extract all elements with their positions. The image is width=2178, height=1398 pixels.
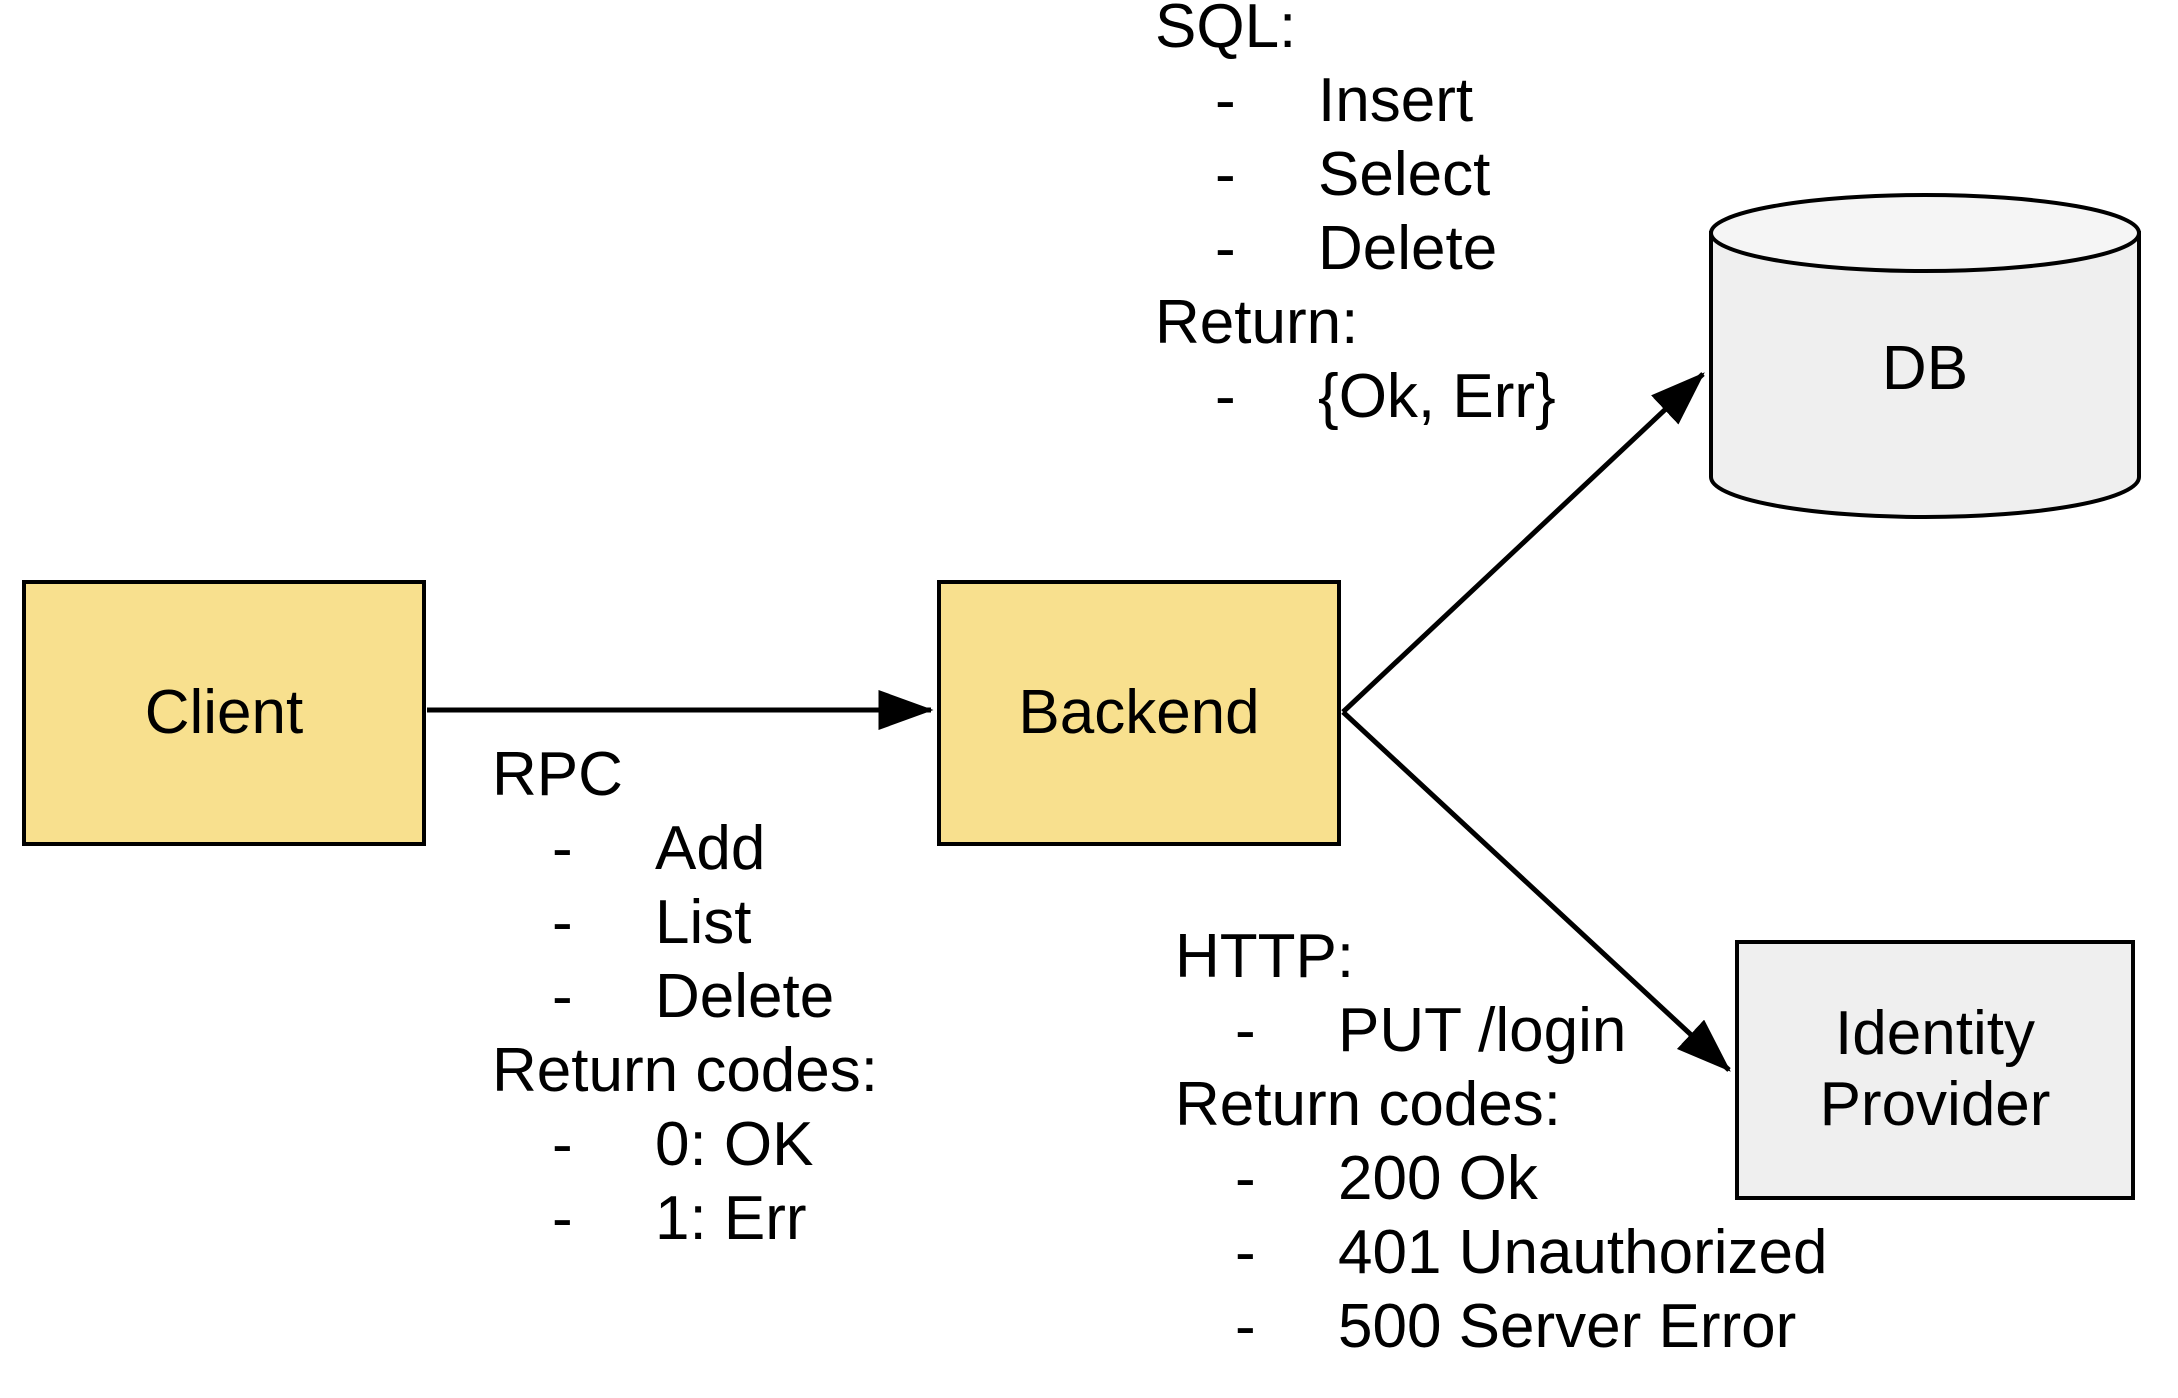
annotation-http-return-item: - 200 Ok - 401 Unauthorized	[1175, 1142, 1754, 1216]
annotation-sql-item-text: Select	[1318, 140, 1491, 209]
annotation-sql-item-text: Delete	[1318, 214, 1498, 283]
node-identity-provider-label-line1: Identity	[1835, 999, 2035, 1069]
annotation-http-heading: HTTP:	[1175, 922, 1355, 991]
node-db-label: DB	[1881, 333, 1969, 403]
annotation-rpc-item: - List - Delete	[492, 886, 878, 960]
annotation-rpc-heading: RPC	[492, 740, 623, 809]
bullet-dash-icon: -	[552, 1110, 573, 1179]
node-backend[interactable]: Backend	[937, 580, 1341, 846]
annotation-http-return-item-text: 200 Ok	[1338, 1144, 1538, 1213]
database-cylinder-icon	[1709, 193, 2141, 519]
bullet-dash-icon: -	[1215, 140, 1236, 209]
annotation-rpc-return-item-text: 1: Err	[655, 1184, 807, 1253]
annotation-sql-item: - Insert - Delete	[1155, 64, 1482, 138]
annotation-rpc-return-item-text: 0: OK	[655, 1110, 814, 1179]
bullet-dash-icon: -	[1235, 996, 1256, 1065]
annotation-rpc-item-text: Add	[655, 814, 766, 883]
annotation-sql-item-text: Insert	[1318, 66, 1474, 135]
annotation-sql-heading: SQL:	[1155, 0, 1297, 61]
bullet-dash-icon: -	[1235, 1292, 1256, 1361]
annotation-http-return-item: - 401 Unauthorized - 401 Unauthorized	[1175, 1216, 1827, 1290]
annotation-http: HTTP: - PUT /login - 401 Unauthorized Re…	[1175, 920, 1827, 1364]
annotation-http-item-text: PUT /login	[1338, 996, 1627, 1065]
annotation-sql-return-item: - {Ok, Err} - {Ok, Err}	[1155, 360, 1556, 434]
node-client-label: Client	[144, 677, 304, 747]
node-identity-provider-label-line2: Provider	[1819, 1070, 2051, 1139]
annotation-rpc-return-item: - 0: OK - 0: OK	[492, 1108, 878, 1182]
annotation-http-return-heading: Return codes:	[1175, 1070, 1561, 1139]
node-db[interactable]: DB	[1708, 192, 2142, 519]
annotation-rpc-item: - Delete - Delete	[492, 960, 878, 1034]
node-backend-label: Backend	[1018, 677, 1260, 747]
bullet-dash-icon: -	[552, 814, 573, 883]
node-db-label-wrap: DB	[1708, 192, 2142, 518]
annotation-rpc: RPC - Add - Delete - List - Delete - Del…	[492, 738, 878, 1256]
annotation-rpc-item-text: Delete	[655, 962, 835, 1031]
annotation-http-return-item-text: 500 Server Error	[1338, 1292, 1797, 1361]
bullet-dash-icon: -	[1235, 1218, 1256, 1287]
bullet-dash-icon: -	[1215, 362, 1236, 431]
annotation-sql-item: - Delete - Delete	[1155, 212, 1497, 286]
node-client[interactable]: Client	[22, 580, 426, 846]
annotation-sql: SQL: - Insert - Delete - Select - Delete…	[1155, 0, 1556, 434]
bullet-dash-icon: -	[1215, 214, 1236, 283]
bullet-dash-icon: -	[552, 962, 573, 1031]
annotation-rpc-return-item: - 1: Err - 0: OK	[492, 1182, 878, 1256]
bullet-dash-icon: -	[1215, 66, 1236, 135]
bullet-dash-icon: -	[552, 888, 573, 957]
annotation-sql-return-heading: Return:	[1155, 288, 1359, 357]
annotation-http-item: - PUT /login - 401 Unauthorized	[1175, 994, 1754, 1068]
annotation-rpc-return-heading: Return codes:	[492, 1036, 878, 1105]
node-identity-provider[interactable]: Identity Provider	[1735, 940, 2135, 1200]
annotation-sql-item: - Select - Delete	[1155, 138, 1490, 212]
annotation-http-return-item-text: 401 Unauthorized	[1338, 1218, 1828, 1287]
annotation-rpc-item: - Add - Delete	[492, 812, 878, 886]
annotation-rpc-item-text: List	[655, 888, 752, 957]
annotation-http-return-item: - 500 Server Error - 401 Unauthorized	[1175, 1290, 1796, 1364]
bullet-dash-icon: -	[1235, 1144, 1256, 1213]
annotation-sql-return-item-text: {Ok, Err}	[1318, 362, 1556, 431]
bullet-dash-icon: -	[552, 1184, 573, 1253]
